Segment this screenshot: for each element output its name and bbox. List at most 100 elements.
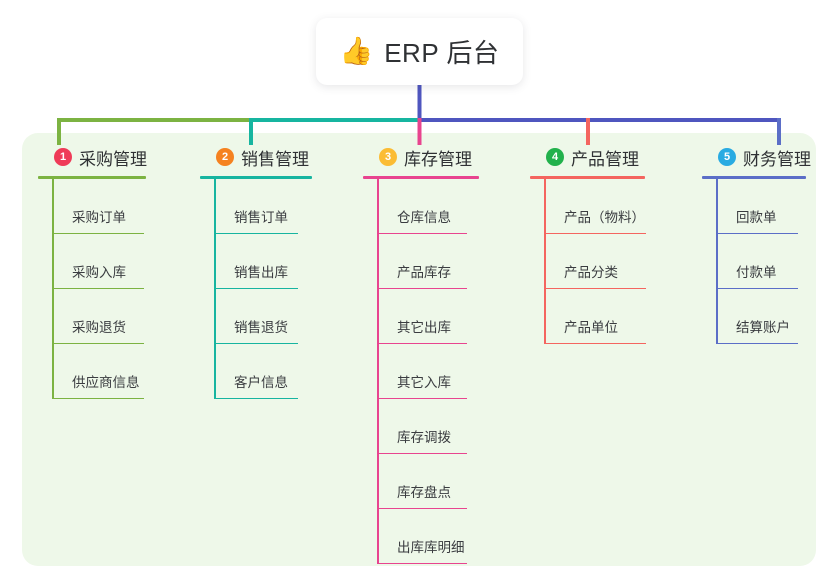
menu-item-label: 库存调拨 xyxy=(397,430,451,445)
column-title: 财务管理 xyxy=(743,149,811,169)
menu-item-rule xyxy=(379,342,467,344)
menu-item-label: 其它出库 xyxy=(397,320,451,335)
menu-item[interactable]: 产品单位 xyxy=(546,289,646,344)
column-items: 采购订单采购入库采购退货供应商信息 xyxy=(38,179,148,399)
menu-item[interactable]: 其它入库 xyxy=(379,344,479,399)
column-header-rule xyxy=(200,176,312,179)
menu-item-label: 销售出库 xyxy=(234,265,288,280)
menu-item-label: 付款单 xyxy=(736,265,777,280)
menu-item-label: 供应商信息 xyxy=(72,375,140,390)
menu-item-label: 回款单 xyxy=(736,210,777,225)
menu-item-rule xyxy=(216,397,298,399)
column-header-3[interactable]: 3 库存管理 xyxy=(363,144,479,170)
menu-item[interactable]: 采购订单 xyxy=(54,179,148,234)
column-header-rule xyxy=(38,176,146,179)
menu-item-rule xyxy=(718,287,798,289)
column-title: 库存管理 xyxy=(404,149,472,169)
menu-item-label: 库存盘点 xyxy=(397,485,451,500)
column-header-2[interactable]: 2 销售管理 xyxy=(200,144,312,170)
menu-item[interactable]: 采购入库 xyxy=(54,234,148,289)
menu-item-rule xyxy=(54,397,144,399)
column-number-badge: 5 xyxy=(718,148,736,166)
menu-item[interactable]: 出库库明细 xyxy=(379,509,479,564)
category-column-2: 2 销售管理销售订单销售出库销售退货客户信息 xyxy=(200,144,312,399)
menu-item-rule xyxy=(379,507,467,509)
menu-item-rule xyxy=(718,342,798,344)
menu-item[interactable]: 产品分类 xyxy=(546,234,646,289)
menu-item-rule xyxy=(54,342,144,344)
menu-item-rule xyxy=(54,287,144,289)
menu-item[interactable]: 回款单 xyxy=(718,179,804,234)
menu-item[interactable]: 库存调拨 xyxy=(379,399,479,454)
menu-item-label: 仓库信息 xyxy=(397,210,451,225)
column-spine-line xyxy=(214,179,216,399)
menu-item-rule xyxy=(379,562,467,564)
menu-item-rule xyxy=(546,232,646,234)
menu-item-rule xyxy=(546,342,646,344)
column-header-rule xyxy=(363,176,479,179)
category-column-3: 3 库存管理仓库信息产品库存其它出库其它入库库存调拨库存盘点出库库明细 xyxy=(363,144,479,564)
menu-item-label: 采购订单 xyxy=(72,210,126,225)
column-title: 产品管理 xyxy=(571,149,639,169)
category-column-4: 4 产品管理产品（物料） 产品分类产品单位 xyxy=(530,144,646,344)
menu-item-label: 产品库存 xyxy=(397,265,451,280)
menu-item[interactable]: 采购退货 xyxy=(54,289,148,344)
column-header-rule xyxy=(530,176,645,179)
menu-item[interactable]: 其它出库 xyxy=(379,289,479,344)
column-title: 销售管理 xyxy=(241,149,309,169)
menu-item[interactable]: 销售出库 xyxy=(216,234,300,289)
root-node-label: ERP 后台 xyxy=(384,38,500,68)
menu-item-label: 采购入库 xyxy=(72,265,126,280)
column-number-badge: 1 xyxy=(54,148,72,166)
menu-item-rule xyxy=(216,342,298,344)
menu-item[interactable]: 客户信息 xyxy=(216,344,300,399)
column-header-4[interactable]: 4 产品管理 xyxy=(530,144,646,170)
menu-item-rule xyxy=(379,397,467,399)
menu-item[interactable]: 产品（物料） xyxy=(546,179,646,234)
menu-item-rule xyxy=(54,232,144,234)
menu-item-rule xyxy=(379,452,467,454)
column-title: 采购管理 xyxy=(79,149,147,169)
menu-item-label: 销售订单 xyxy=(234,210,288,225)
menu-item-label: 产品（物料） xyxy=(564,210,645,225)
menu-item-rule xyxy=(546,287,646,289)
menu-item-label: 客户信息 xyxy=(234,375,288,390)
column-spine-line xyxy=(52,179,54,399)
column-header-rule xyxy=(702,176,806,179)
menu-item-label: 其它入库 xyxy=(397,375,451,390)
column-spine-line xyxy=(716,179,718,344)
column-items: 回款单付款单结算账户 xyxy=(702,179,804,344)
column-items: 仓库信息产品库存其它出库其它入库库存调拨库存盘点出库库明细 xyxy=(363,179,479,564)
menu-item[interactable]: 销售退货 xyxy=(216,289,300,344)
menu-item-label: 采购退货 xyxy=(72,320,126,335)
column-number-badge: 4 xyxy=(546,148,564,166)
menu-item-label: 销售退货 xyxy=(234,320,288,335)
column-number-badge: 3 xyxy=(379,148,397,166)
menu-item-label: 出库库明细 xyxy=(397,540,465,555)
menu-item-rule xyxy=(718,232,798,234)
category-column-1: 1 采购管理采购订单采购入库采购退货供应商信息 xyxy=(38,144,148,399)
column-spine-line xyxy=(544,179,546,344)
menu-item-label: 结算账户 xyxy=(736,320,790,335)
menu-item-label: 产品分类 xyxy=(564,265,618,280)
column-header-5[interactable]: 5 财务管理 xyxy=(702,144,811,170)
column-number-badge: 2 xyxy=(216,148,234,166)
menu-item[interactable]: 供应商信息 xyxy=(54,344,148,399)
root-node[interactable]: 👍 ERP 后台 xyxy=(316,18,523,85)
column-spine-line xyxy=(377,179,379,564)
menu-item-label: 产品单位 xyxy=(564,320,618,335)
diagram-background-panel xyxy=(22,133,816,566)
menu-item[interactable]: 付款单 xyxy=(718,234,804,289)
menu-item-rule xyxy=(379,232,467,234)
column-header-1[interactable]: 1 采购管理 xyxy=(38,144,148,170)
menu-item[interactable]: 仓库信息 xyxy=(379,179,479,234)
menu-item[interactable]: 产品库存 xyxy=(379,234,479,289)
menu-item-rule xyxy=(379,287,467,289)
column-items: 产品（物料） 产品分类产品单位 xyxy=(530,179,646,344)
menu-item[interactable]: 库存盘点 xyxy=(379,454,479,509)
menu-item[interactable]: 结算账户 xyxy=(718,289,804,344)
category-column-5: 5 财务管理回款单付款单结算账户 xyxy=(702,144,811,344)
menu-item-rule xyxy=(216,287,298,289)
menu-item[interactable]: 销售订单 xyxy=(216,179,300,234)
